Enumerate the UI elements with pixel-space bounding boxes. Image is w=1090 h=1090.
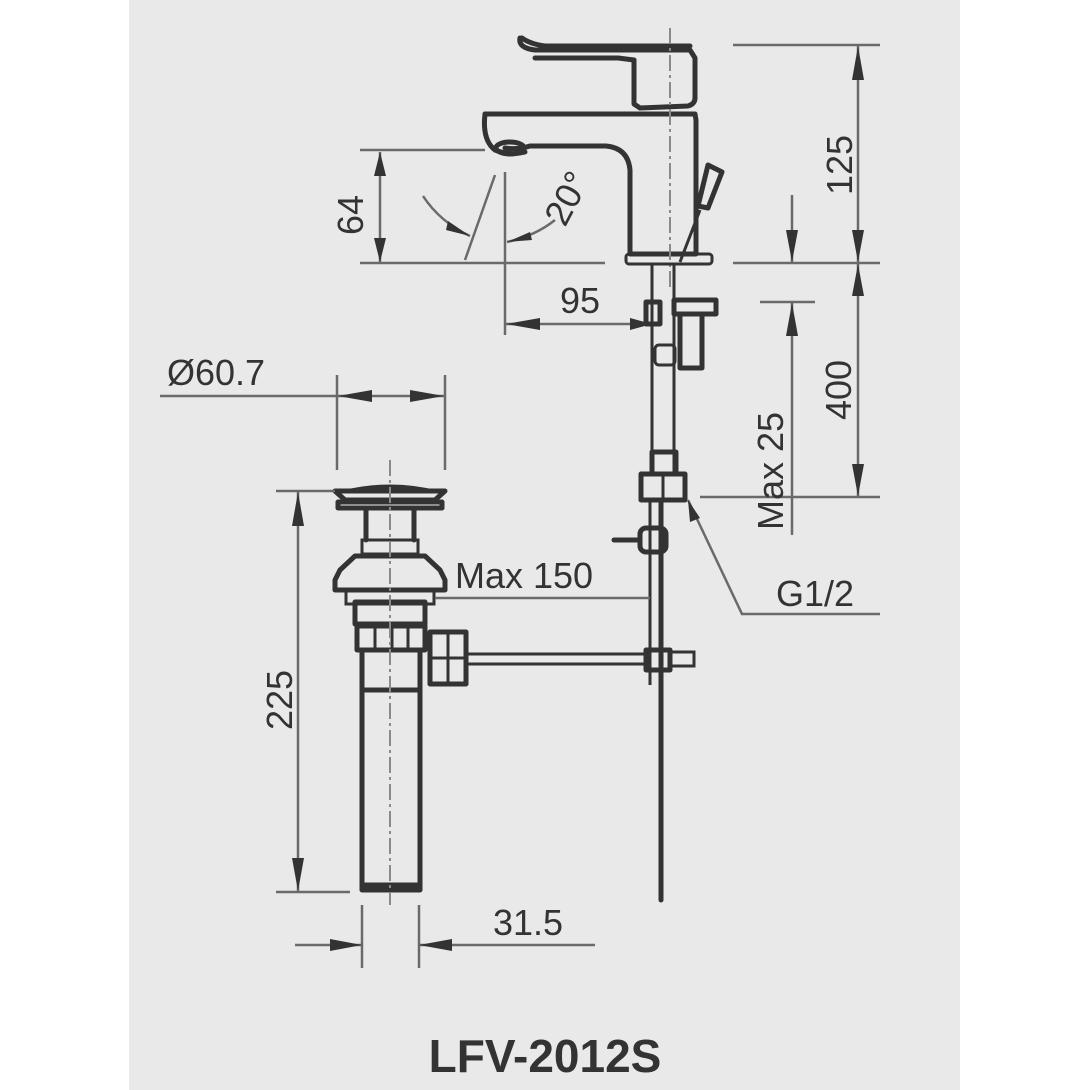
drawing-panel xyxy=(129,0,960,1090)
supply-hose xyxy=(611,262,719,903)
model-title: LFV-2012S xyxy=(429,1030,662,1082)
tail-diameter-label: 31.5 xyxy=(493,902,563,943)
max-deck-thickness-label: Max 25 xyxy=(750,412,791,530)
spout-height-label: 64 xyxy=(330,195,371,235)
thread-label: G1/2 xyxy=(776,573,854,614)
faucet-height-label: 125 xyxy=(819,135,860,195)
hose-length-dimension: 400 Max 25 xyxy=(700,264,880,535)
hose-length-label: 400 xyxy=(818,360,859,420)
rod-distance-dimension: Max 150 xyxy=(435,555,650,600)
spout-height-dimension: 64 xyxy=(330,148,605,265)
spout-angle-label: 20° xyxy=(536,164,598,231)
rod-distance-label: Max 150 xyxy=(455,555,593,596)
drain-diameter-dimension: Ø60.7 xyxy=(160,352,447,470)
drain-diameter-label: Ø60.7 xyxy=(167,352,265,393)
drain-body xyxy=(332,460,650,905)
drain-height-label: 225 xyxy=(259,670,300,730)
faucet-height-dimension: 125 xyxy=(733,43,880,265)
spout-reach-label: 95 xyxy=(560,280,600,321)
faucet-body xyxy=(482,28,725,290)
drain-height-dimension: 225 xyxy=(259,489,350,894)
tail-diameter-dimension: 31.5 xyxy=(295,902,595,968)
spout-reach-dimension: 95 xyxy=(506,280,652,330)
thread-callout: G1/2 xyxy=(686,499,880,616)
